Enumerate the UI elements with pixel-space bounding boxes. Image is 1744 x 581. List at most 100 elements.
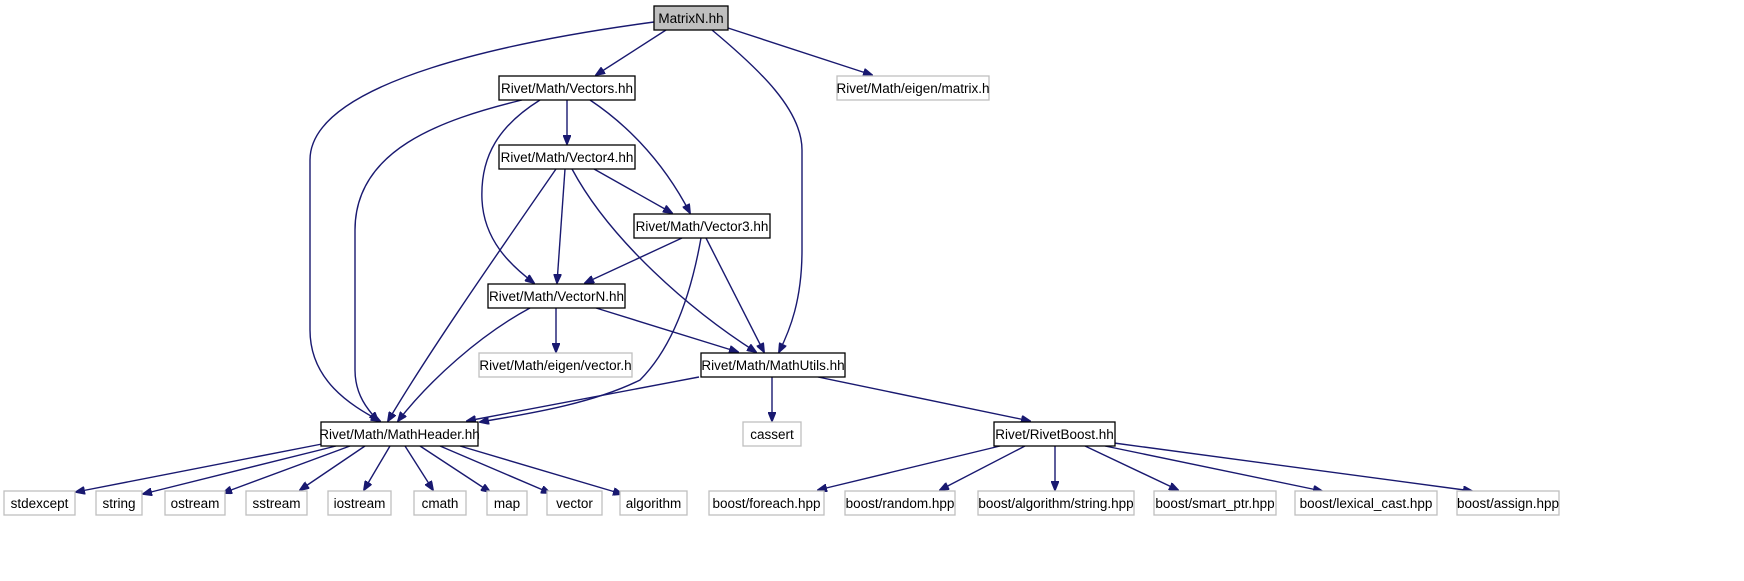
- node-label: boost/lexical_cast.hpp: [1300, 496, 1433, 511]
- node-boost-random: boost/random.hpp: [844, 490, 956, 516]
- node-box: [619, 490, 688, 516]
- edge-line: [354, 99, 523, 421]
- node-label: string: [102, 496, 135, 511]
- edge-line: [480, 237, 702, 422]
- node-box: [413, 490, 467, 516]
- node-box: [546, 490, 603, 516]
- node-label: cmath: [422, 496, 459, 511]
- edge-line: [223, 445, 351, 493]
- edge-line: [593, 168, 672, 213]
- node-matrixn[interactable]: MatrixN.hh: [653, 5, 729, 31]
- node-box: [977, 490, 1135, 516]
- edge-line: [76, 443, 323, 492]
- edges-layer: [76, 21, 1472, 494]
- node-label: Rivet/Math/Vector4.hh: [501, 150, 634, 165]
- node-vector3[interactable]: Rivet/Math/Vector3.hh: [633, 213, 771, 239]
- node-box: [245, 490, 308, 516]
- node-label: Rivet/RivetBoost.hh: [995, 427, 1114, 442]
- node-box: [498, 144, 636, 170]
- edge-vectors-to-mathheader: [354, 99, 523, 421]
- node-box: [653, 5, 729, 31]
- node-label: ostream: [171, 496, 220, 511]
- node-box: [320, 421, 479, 447]
- node-box: [844, 490, 956, 516]
- node-label: boost/assign.hpp: [1457, 496, 1559, 511]
- edge-rivetboost-to-boost_random: [940, 445, 1026, 490]
- edge-line: [711, 29, 803, 352]
- node-label: Rivet/Math/Vectors.hh: [501, 81, 633, 96]
- node-boost-foreach: boost/foreach.hpp: [708, 490, 825, 516]
- edge-vectors-to-vectorn: [481, 99, 541, 283]
- node-label: boost/algorithm/string.hpp: [978, 496, 1133, 511]
- node-label: sstream: [252, 496, 300, 511]
- edge-rivetboost-to-boost_lexicalcast: [1104, 445, 1322, 491]
- node-vector4[interactable]: Rivet/Math/Vector4.hh: [498, 144, 636, 170]
- node-box: [993, 421, 1116, 447]
- node-vectorn[interactable]: Rivet/Math/VectorN.hh: [487, 283, 626, 309]
- edge-line: [596, 29, 667, 75]
- edge-line: [1113, 442, 1472, 491]
- node-label: Rivet/Math/VectorN.hh: [489, 289, 624, 304]
- edge-line: [818, 445, 1001, 490]
- node-box: [164, 490, 226, 516]
- node-label: Rivet/Math/eigen/vector.h: [479, 358, 631, 373]
- edge-line: [143, 445, 337, 494]
- node-cmath: cmath: [413, 490, 467, 516]
- edge-line: [940, 445, 1026, 490]
- node-rivetboost[interactable]: Rivet/RivetBoost.hh: [993, 421, 1116, 447]
- edge-line: [557, 168, 566, 283]
- node-boost-assign: boost/assign.hpp: [1456, 490, 1560, 516]
- edge-mathheader-to-sstream: [300, 445, 366, 490]
- edge-line: [1084, 445, 1178, 490]
- node-label: boost/smart_ptr.hpp: [1155, 496, 1274, 511]
- node-mathutils[interactable]: Rivet/Math/MathUtils.hh: [700, 352, 846, 378]
- edge-line: [300, 445, 366, 490]
- node-box: [498, 75, 636, 101]
- edge-matrixn-to-vectors: [596, 29, 667, 75]
- edge-line: [404, 445, 433, 490]
- node-vectors[interactable]: Rivet/Math/Vectors.hh: [498, 75, 636, 101]
- node-label: boost/foreach.hpp: [712, 496, 820, 511]
- edge-vectors-to-vector3: [589, 99, 690, 213]
- edge-line: [1104, 445, 1322, 491]
- node-label: vector: [556, 496, 593, 511]
- edge-mathheader-to-iostream: [364, 445, 391, 490]
- node-label: stdexcept: [11, 496, 69, 511]
- edge-line: [595, 307, 738, 352]
- edge-mathutils-to-rivetboost: [817, 376, 1030, 421]
- node-cassert: cassert: [742, 421, 802, 447]
- node-eigen-matrix: Rivet/Math/eigen/matrix.h: [836, 75, 990, 101]
- node-box: [327, 490, 392, 516]
- node-sstream: sstream: [245, 490, 308, 516]
- node-eigen-vector: Rivet/Math/eigen/vector.h: [478, 352, 633, 378]
- edge-mathheader-to-cmath: [404, 445, 433, 490]
- edge-line: [481, 99, 541, 283]
- node-label: MatrixN.hh: [658, 11, 723, 26]
- node-box: [487, 283, 626, 309]
- node-map: map: [486, 490, 528, 516]
- edge-mathheader-to-algorithm: [459, 445, 622, 494]
- edge-matrixn-to-mathutils: [711, 29, 803, 352]
- edge-line: [727, 27, 872, 75]
- node-mathheader[interactable]: Rivet/Math/MathHeader.hh: [319, 421, 480, 447]
- edge-line: [467, 376, 700, 421]
- edge-line: [419, 445, 490, 492]
- node-algorithm: algorithm: [619, 490, 688, 516]
- node-label: iostream: [334, 496, 386, 511]
- node-label: cassert: [750, 427, 794, 442]
- node-box: [1456, 490, 1560, 516]
- node-string: string: [95, 490, 143, 516]
- edge-vector3-to-mathheader: [480, 237, 702, 422]
- edge-mathheader-to-map: [419, 445, 490, 492]
- edge-rivetboost-to-boost_smartptr: [1084, 445, 1178, 490]
- node-box: [95, 490, 143, 516]
- node-label: Rivet/Math/MathUtils.hh: [701, 358, 844, 373]
- edge-vector4-to-vectorn: [557, 168, 566, 283]
- node-box: [836, 75, 990, 101]
- node-box: [708, 490, 825, 516]
- edge-mathheader-to-stdexcept: [76, 443, 323, 492]
- node-box: [3, 490, 76, 516]
- edge-mathheader-to-vector: [439, 445, 550, 493]
- edge-matrixn-to-eigen_matrix: [727, 27, 872, 75]
